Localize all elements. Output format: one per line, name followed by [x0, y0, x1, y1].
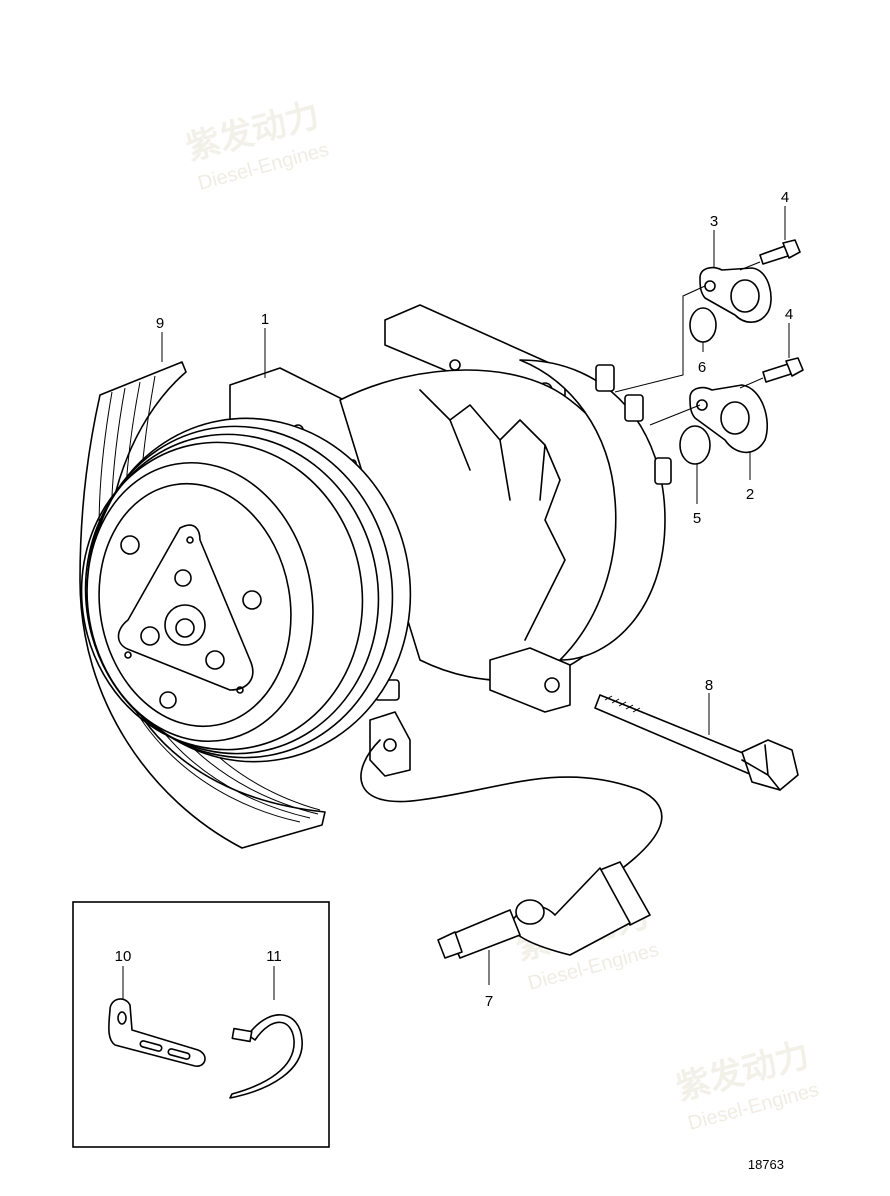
o-ring-6: [689, 307, 717, 343]
callout-5: 5: [693, 510, 701, 527]
callout-7: 7: [485, 993, 493, 1010]
callout-10: 10: [115, 948, 132, 965]
callout-11: 11: [266, 948, 282, 965]
callout-4: 4: [785, 306, 793, 323]
callout-3: 3: [710, 213, 718, 230]
assembly-line: [739, 261, 764, 389]
leader-lines: [122, 206, 790, 1000]
callout-labels: 1 2 3 4 4 5 6 7 8 9 10 11 18763: [115, 189, 794, 1172]
assembly-line: [614, 285, 706, 393]
flange-discharge: [689, 384, 769, 454]
inset-accessories: [72, 901, 330, 1148]
sensor-cable: [360, 739, 663, 959]
callout-1: 1: [261, 311, 269, 328]
bracket: [108, 998, 206, 1067]
o-ring-5: [679, 425, 711, 465]
callout-4: 4: [781, 189, 789, 206]
assembly-line: [649, 404, 701, 426]
callout-8: 8: [705, 677, 713, 694]
cable-tie: [229, 1014, 303, 1099]
screw-lower: [762, 357, 804, 383]
callout-2: 2: [746, 486, 754, 503]
screw-upper: [759, 239, 801, 265]
drawing-number: 18763: [748, 1157, 784, 1172]
pulley-clutch: [80, 417, 412, 763]
callout-9: 9: [156, 315, 164, 332]
bolt: [594, 694, 799, 791]
callout-6: 6: [698, 359, 706, 376]
compressor: [229, 304, 672, 777]
